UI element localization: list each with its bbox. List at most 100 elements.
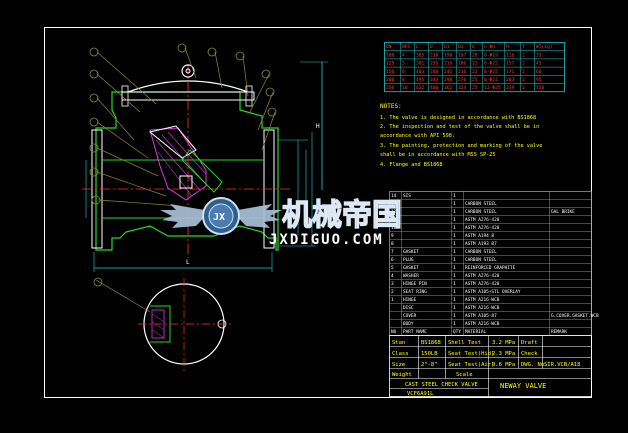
parts-cell: HINGE PIN: [403, 281, 427, 287]
dims-cell: 22: [472, 69, 478, 75]
watermark-logo: JX 机械帝国 JXDIGUO.COM: [160, 197, 403, 248]
parts-cell: PLUG: [403, 257, 414, 263]
dims-cell: 150: [386, 69, 395, 75]
tb-scale-label: Scale: [456, 372, 473, 378]
cover-bolt-right: [245, 85, 253, 107]
dims-cell: 157: [506, 61, 515, 67]
dims-cell: 403: [416, 69, 425, 75]
dims-cell: 622: [416, 85, 425, 91]
parts-cell: 1: [453, 193, 456, 199]
parts-cell: ASTM A105-87: [465, 313, 497, 319]
parts-cell: CARBON STEEL: [465, 209, 497, 215]
dims-cell: 12-Φ25: [484, 85, 501, 91]
parts-cell: 11: [391, 217, 397, 223]
parts-cell: 1: [453, 249, 456, 255]
dims-cell: 190: [444, 52, 453, 58]
dims-cell: 2: [522, 61, 525, 67]
dims-cell: 298: [444, 77, 453, 83]
parts-cell: ASTM A105+STL OVERLAY: [465, 289, 521, 295]
watermark-chinese-text: 机械帝国: [282, 198, 402, 233]
dims-header-cell: NPS: [402, 44, 411, 50]
parts-cell: BODY: [403, 321, 414, 327]
watermark-right-wing: [232, 204, 282, 228]
tb-weight-label: Weight: [392, 372, 412, 378]
part-balloon: [89, 117, 99, 127]
dims-cell: 305: [416, 52, 425, 58]
parts-cell: 1: [453, 289, 456, 295]
dims-cell: 25: [472, 85, 478, 91]
dims-cell: 33: [536, 52, 542, 58]
dims-cell: 157: [458, 52, 467, 58]
parts-cell: 7: [391, 249, 394, 255]
notes-title: NOTES:: [380, 103, 402, 110]
dims-cell: 200: [386, 77, 395, 83]
note-line-4: 3. The painting, protection and marking …: [380, 143, 542, 149]
parts-cell: WASHER: [403, 273, 419, 279]
parts-cell: 12: [391, 209, 397, 215]
parts-cell: 1: [453, 265, 456, 271]
dims-cell: 362: [444, 85, 453, 91]
parts-cell: ASTM A276-420: [465, 273, 500, 279]
tb-seat-air-value: 0.6 MPa: [492, 362, 515, 368]
parts-cell: CARBON STEEL: [465, 201, 497, 207]
dims-cell: 203: [506, 77, 515, 83]
parts-cell: ASTM A216-WCB: [465, 305, 500, 311]
dims-cell: 2: [522, 77, 525, 83]
part-balloon: [89, 167, 99, 177]
parts-cell: 8: [391, 241, 394, 247]
dims-cell: 343: [430, 77, 439, 83]
dimension-H-label: H: [316, 123, 320, 130]
tb-seat-hid-value: 2.3 MPa: [492, 351, 515, 357]
dims-cell: 5: [402, 61, 405, 67]
dims-cell: 255: [430, 61, 439, 67]
parts-cell: ASTM A216-WCB: [465, 297, 500, 303]
parts-header-cell: QTY: [453, 329, 461, 335]
dims-cell: 406: [430, 85, 439, 91]
tb-shell-test-value: 3.2 MPa: [492, 340, 515, 346]
parts-cell: 14: [391, 193, 397, 199]
tb-company-name: NEWAY VALVE: [500, 382, 546, 390]
dims-cell: 324: [458, 85, 467, 91]
parts-cell: COVER: [403, 313, 417, 319]
dims-cell: 25: [472, 77, 478, 83]
dims-cell: 216: [444, 61, 453, 67]
dims-header-cell: D1: [444, 44, 450, 50]
dims-cell: 10: [402, 85, 408, 91]
dims-header-cell: WT(kg): [536, 44, 553, 50]
tb-stan-label: Stan: [392, 340, 405, 346]
valve-section-view: L H: [82, 61, 328, 272]
hinge-pin: [179, 175, 193, 189]
parts-cell: 1: [453, 305, 456, 311]
parts-cell: ASTM A276-420: [465, 225, 500, 231]
parts-cell: 10: [391, 225, 397, 231]
parts-cell: GASKET: [403, 265, 419, 271]
part-balloon: [265, 87, 275, 97]
disc-arm: [148, 125, 197, 159]
parts-cell: 1: [453, 297, 456, 303]
dims-cell: 171: [506, 69, 515, 75]
tb-size-value: 2"-8": [421, 362, 438, 368]
dims-cell: 230: [430, 52, 439, 58]
parts-cell: 4: [391, 273, 394, 279]
note-line-2: 2. The inspection and test of the valve …: [380, 124, 539, 130]
parts-cell: CARBON STEEL: [465, 249, 497, 255]
parts-cell: 1: [453, 201, 456, 207]
parts-cell: ASTM A276-420: [465, 281, 500, 287]
dims-header-cell: f: [522, 44, 525, 50]
dimension-L-label: L: [186, 259, 190, 266]
watermark-url-text: JXDIGUO.COM: [269, 232, 384, 248]
dims-cell: 125: [386, 61, 395, 67]
parts-cell: ASTM A193 B7: [465, 241, 497, 247]
watermark-emblem-text: JX: [213, 212, 225, 223]
dims-header-cell: H: [506, 44, 509, 50]
dims-cell: 8: [402, 77, 405, 83]
dims-header-cell: D2: [458, 44, 464, 50]
parts-cell: 9: [391, 233, 394, 239]
parts-header-cell: MATERIAL: [465, 329, 487, 335]
notes-block: NOTES: 1. The valve is designed in accor…: [380, 103, 542, 168]
parts-cell: 1: [453, 281, 456, 287]
tb-seat-hid-label: Seat Test(Hid): [448, 351, 494, 357]
parts-cell: 1: [453, 241, 456, 247]
